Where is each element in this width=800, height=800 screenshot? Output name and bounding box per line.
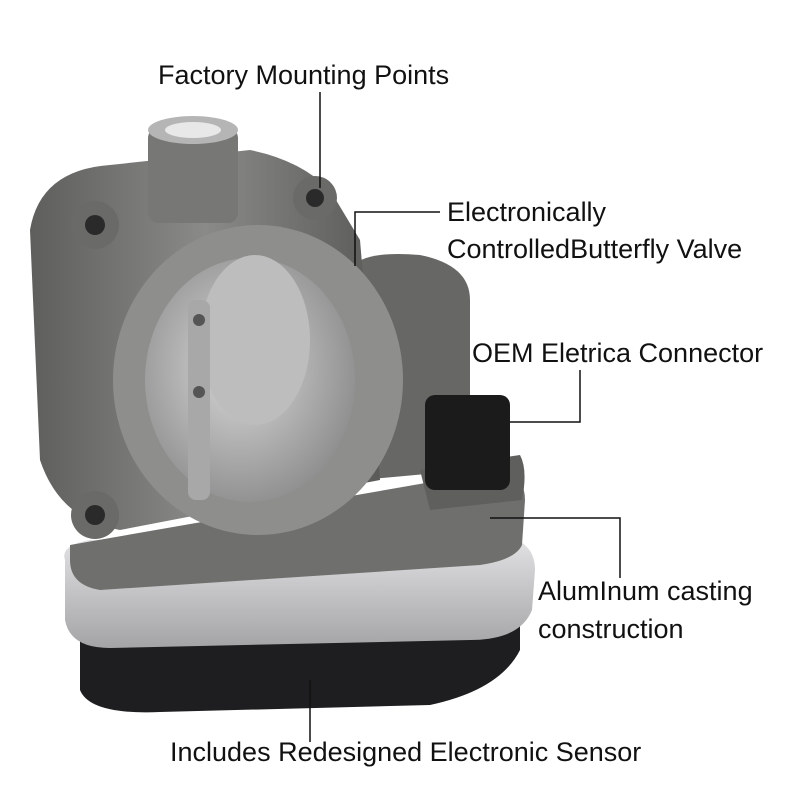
callout-casting-line2: construction <box>538 614 684 644</box>
electrical-connector <box>425 395 510 490</box>
base-plate <box>70 470 525 590</box>
callout-casting-line1: AlumInum casting <box>538 576 753 606</box>
callout-mounting-points: Factory Mounting Points <box>158 60 450 90</box>
top-port <box>148 128 238 223</box>
throttle-shaft <box>188 300 210 500</box>
callout-lines <box>309 92 621 742</box>
callout-butterfly-valve-line2: ControlledButterfly Valve <box>447 234 743 264</box>
callout-sensor: Includes Redesigned Electronic Sensor <box>170 737 642 767</box>
callout-butterfly-valve-line1: Electronically <box>447 197 607 227</box>
butterfly-plate <box>200 255 310 425</box>
callout-connector: OEM Eletrica Connector <box>472 338 764 368</box>
